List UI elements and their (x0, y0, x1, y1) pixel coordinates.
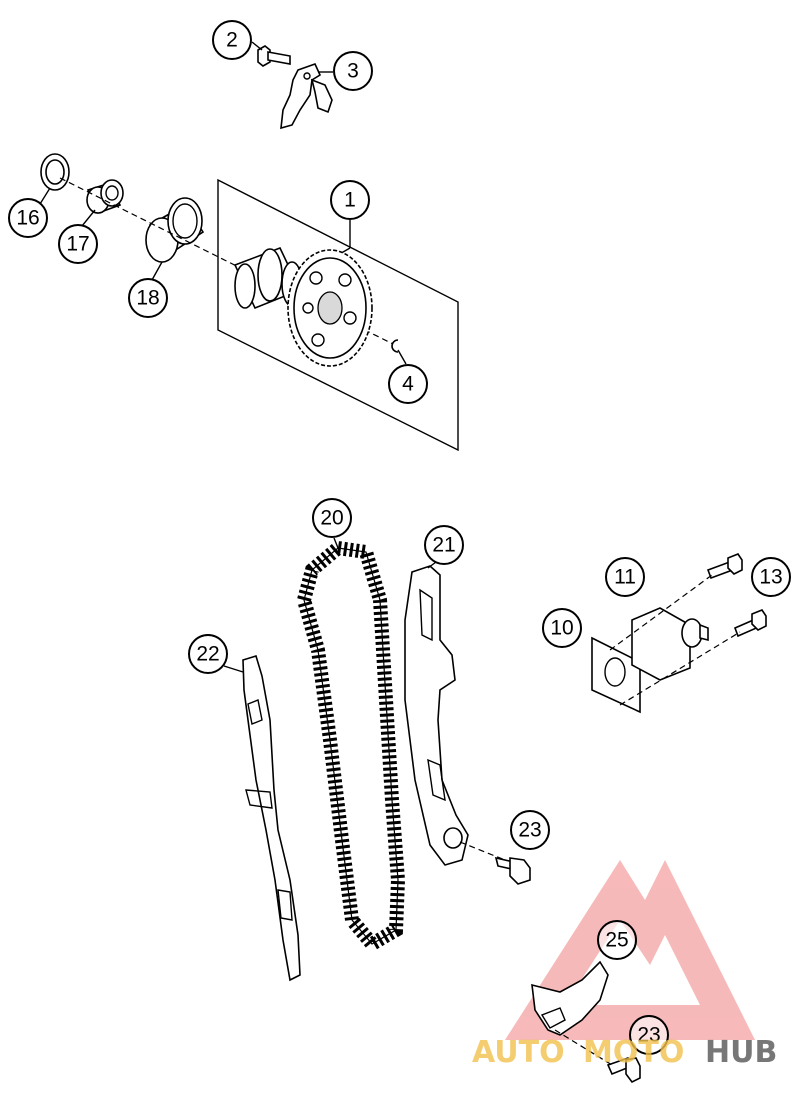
part-bolt-2 (257, 45, 291, 67)
callout-label: 23 (637, 1024, 660, 1047)
callout-label: 25 (605, 929, 628, 952)
part-pivot-bolt-23 (459, 841, 531, 885)
callout-11: 11 (605, 557, 645, 597)
callout-16: 16 (8, 198, 48, 238)
callout-23-upper: 23 (510, 810, 550, 850)
callout-18: 18 (128, 278, 168, 318)
part-bushing-18 (145, 197, 205, 263)
leader-c16 (39, 187, 51, 205)
callout-label: 21 (432, 534, 455, 557)
callout-25: 25 (597, 920, 637, 960)
part-chain-guide-25 (531, 960, 641, 1084)
leader-c21 (427, 561, 437, 569)
callout-label: 17 (66, 233, 89, 256)
callout-21: 21 (424, 525, 464, 565)
callout-label: 2 (226, 29, 238, 52)
watermark-wordmark: AUTO MOTO HUB (472, 1035, 777, 1070)
callout-3: 3 (333, 51, 373, 91)
callout-label: 13 (759, 566, 782, 589)
part-tensioner-rail-21 (404, 565, 469, 866)
callout-label: 22 (196, 643, 219, 666)
callout-20: 20 (312, 498, 352, 538)
leader-c17 (81, 209, 96, 227)
leader-c22 (223, 665, 244, 673)
callout-label: 11 (614, 566, 636, 589)
callout-label: 10 (550, 617, 573, 640)
watermark-word-hub: HUB (705, 1035, 777, 1070)
callout-label: 4 (402, 373, 414, 396)
part-bearing-17 (86, 179, 124, 215)
callout-1: 1 (330, 180, 370, 220)
leader-c4 (397, 349, 407, 365)
callout-23-lower: 23 (629, 1015, 669, 1055)
leader-c20 (333, 537, 339, 549)
part-seal-16 (40, 153, 70, 191)
callout-label: 1 (344, 189, 356, 212)
part-bracket-3 (280, 63, 333, 130)
callout-22: 22 (188, 634, 228, 674)
leader-c18 (151, 261, 163, 281)
callout-label: 20 (320, 507, 343, 530)
leader-c2 (251, 41, 263, 51)
callout-10: 10 (542, 608, 582, 648)
callout-17: 17 (58, 224, 98, 264)
part-chain-tensioner-10-13 (591, 553, 767, 714)
watermark-word-auto: AUTO (472, 1035, 565, 1070)
part-timing-chain-20 (296, 540, 406, 954)
callout-2: 2 (212, 20, 252, 60)
part-camshaft-assembly-1 (217, 178, 459, 452)
callout-label: 18 (136, 287, 159, 310)
part-clip-4 (391, 339, 399, 353)
callout-13: 13 (751, 557, 791, 597)
watermark-word-moto: MOTO (583, 1035, 684, 1070)
callout-label: 16 (16, 207, 39, 230)
callout-label: 3 (347, 60, 359, 83)
callout-4: 4 (388, 364, 428, 404)
callout-label: 23 (518, 819, 541, 842)
camshaft-sprocket (287, 249, 373, 367)
part-guide-rail-22 (242, 654, 301, 982)
